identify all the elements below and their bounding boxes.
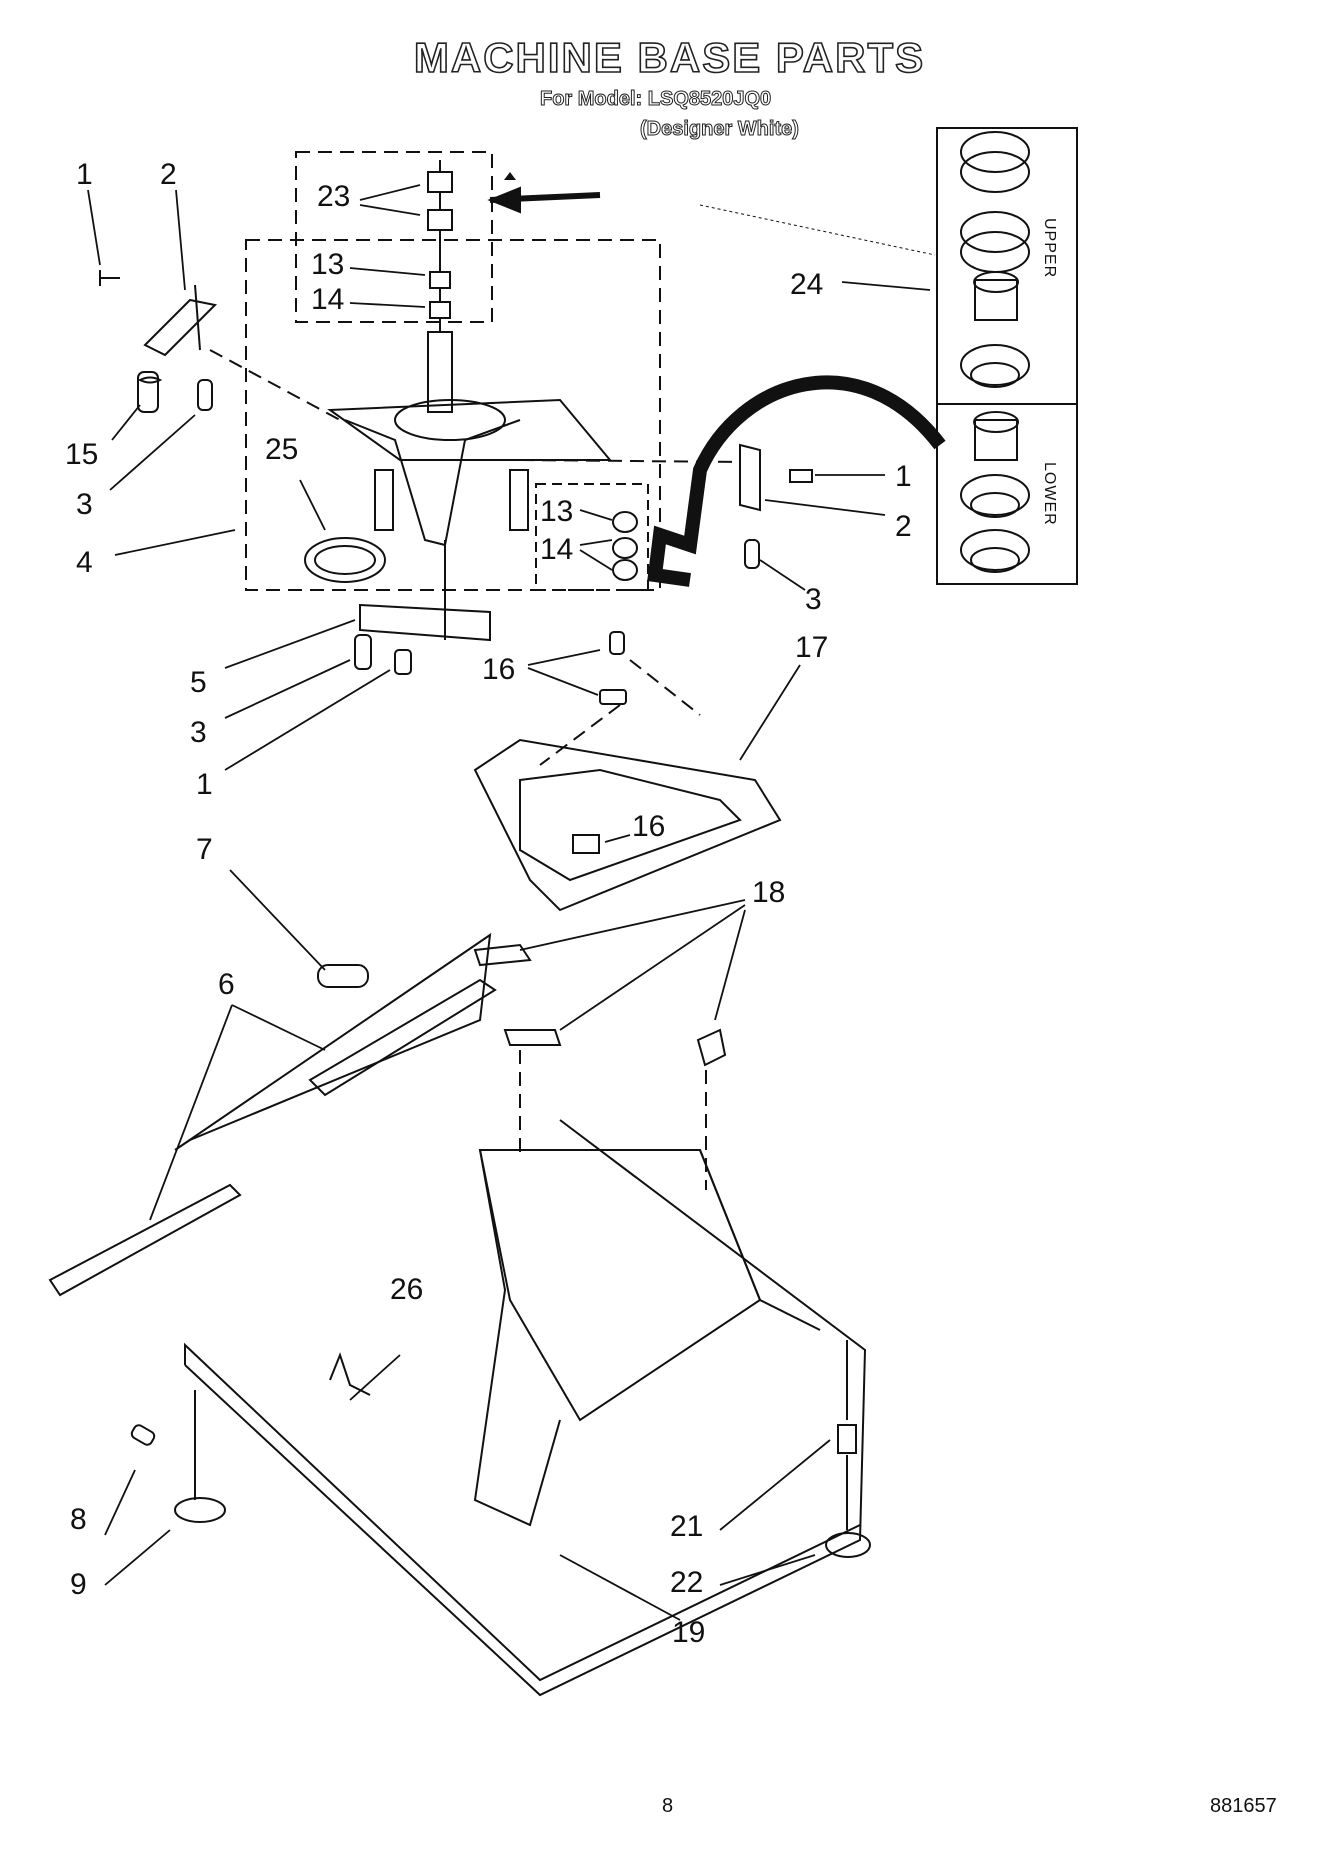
callout-15: 15 — [65, 438, 99, 471]
callout-3: 3 — [190, 716, 207, 749]
model-subtitle: For Model: LSQ8520JQ0 — [539, 88, 772, 111]
part-18-c — [696, 1028, 727, 1067]
part-22-foot — [825, 1532, 871, 1558]
kit-lower-label: LOWER — [1041, 462, 1058, 526]
dashed-box-main — [245, 239, 661, 591]
callout-1: 1 — [76, 158, 93, 191]
callout-3: 3 — [805, 583, 822, 616]
kit-rings — [960, 131, 1030, 573]
part-17-frame — [473, 738, 782, 912]
part-2-bracket-left — [143, 298, 218, 357]
callout-14: 14 — [540, 533, 574, 566]
callout-6: 6 — [218, 968, 235, 1001]
part-18-a — [473, 943, 532, 967]
callout-2: 2 — [895, 510, 912, 543]
callout-13: 13 — [540, 495, 574, 528]
variant-subtitle: (Designer White) — [640, 118, 800, 141]
callout-1: 1 — [196, 768, 213, 801]
part-15-spring — [137, 376, 163, 384]
document-number: 881657 — [1210, 1795, 1277, 1817]
dashed-box-13-14 — [535, 483, 649, 591]
page-title: MACHINE BASE PARTS — [413, 33, 926, 82]
part-19-base — [174, 932, 867, 1697]
callout-26: 26 — [390, 1273, 424, 1306]
callout-5: 5 — [190, 666, 207, 699]
callout-16: 16 — [482, 653, 516, 686]
callout-18: 18 — [752, 876, 786, 909]
big-arrow — [647, 375, 946, 587]
callout-9: 9 — [70, 1568, 87, 1601]
part-23 — [427, 160, 453, 272]
callout-3: 3 — [76, 488, 93, 521]
callout-25: 25 — [265, 433, 299, 466]
part-9-foot — [174, 1497, 226, 1523]
part-6-strap-upper — [308, 978, 497, 1097]
callout-14: 14 — [311, 283, 345, 316]
leader-lines — [87, 184, 931, 1621]
part-25-ring — [304, 537, 386, 583]
callout-16: 16 — [632, 810, 666, 843]
part-7-spring — [317, 964, 369, 988]
callout-8: 8 — [70, 1503, 87, 1536]
callout-2: 2 — [160, 158, 177, 191]
callout-13: 13 — [311, 248, 345, 281]
part-2-bracket-right — [739, 443, 761, 512]
part-5-bracket — [359, 603, 491, 642]
hub-assembly — [327, 331, 613, 640]
page-number: 8 — [662, 1795, 674, 1817]
dashed-box-23 — [295, 151, 493, 323]
callout-24: 24 — [790, 268, 824, 301]
callout-7: 7 — [196, 833, 213, 866]
callout-17: 17 — [795, 631, 829, 664]
part-6-strap-lower — [48, 1183, 242, 1297]
callout-1: 1 — [895, 460, 912, 493]
part-21-spacer — [837, 1424, 857, 1454]
kit-upper-label: UPPER — [1041, 218, 1058, 279]
part-26-clip — [329, 1352, 371, 1396]
part-18-b — [503, 1029, 562, 1046]
kit-box — [936, 127, 1078, 585]
callout-22: 22 — [670, 1566, 704, 1599]
callout-23: 23 — [317, 180, 351, 213]
callout-21: 21 — [670, 1510, 704, 1543]
callout-19: 19 — [672, 1616, 706, 1649]
part-8-pin — [130, 1424, 156, 1446]
callout-4: 4 — [76, 546, 93, 579]
